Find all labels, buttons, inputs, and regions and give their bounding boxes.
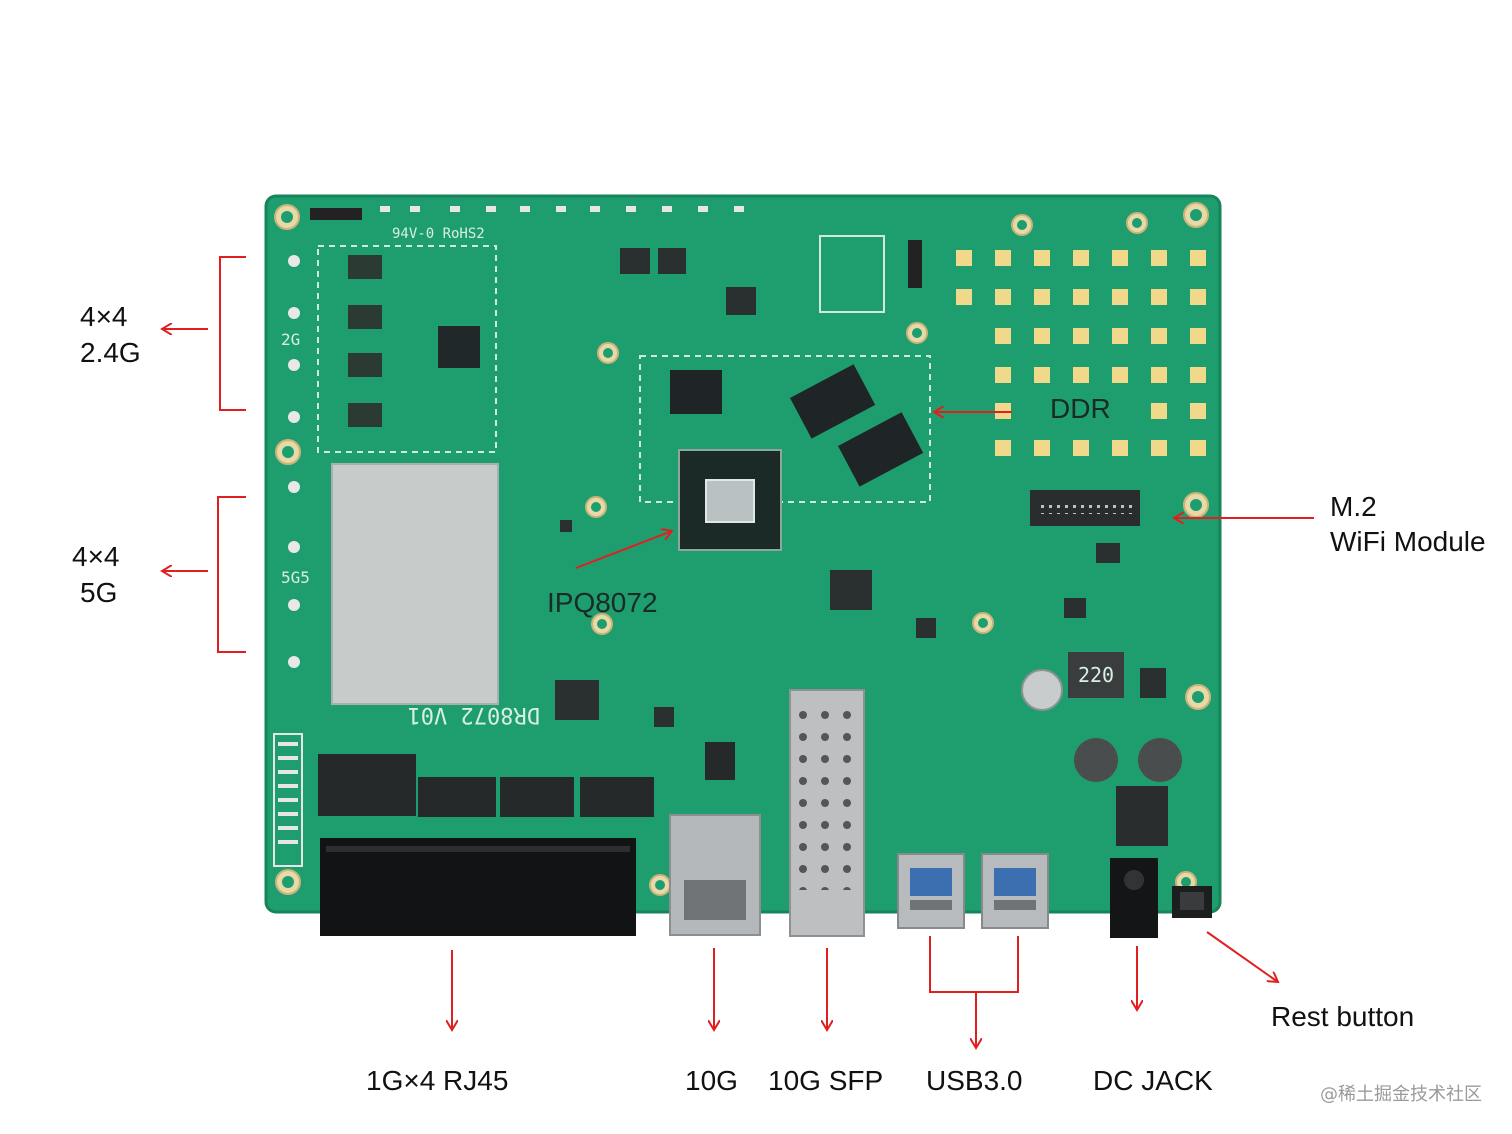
label-reset: Rest button [1271, 1001, 1415, 1032]
soc-area [639, 355, 931, 551]
label-24g-line2: 2.4G [80, 337, 141, 368]
reset-button-component [1172, 886, 1212, 918]
label-usb: USB3.0 [926, 1065, 1023, 1096]
label-m2-line2: WiFi Module [1330, 526, 1486, 557]
label-5g-line2: 5G [80, 577, 118, 608]
ddr-chips [790, 364, 924, 487]
misc-chips [555, 248, 1166, 727]
arrow-reset [1206, 931, 1278, 982]
rj45-10g-connector [669, 814, 761, 936]
pad-array [956, 250, 1206, 456]
inductor-marking: 220 [1078, 663, 1114, 687]
upper-connector [819, 235, 922, 313]
mounting-holes [274, 202, 1211, 896]
rohs-marking: 94V-0 RoHS2 [392, 226, 485, 242]
watermark: @稀土掘金技术社区 [1320, 1084, 1482, 1105]
usb-ports [897, 853, 1049, 929]
silkscreen: DR8072 V01 94V-0 RoHS2 2G 5G5 [281, 226, 540, 727]
bracket-usb [929, 936, 1019, 993]
board-model-marking: DR8072 V01 [408, 702, 540, 727]
power-components: 220 [1021, 652, 1182, 846]
arrow-soc [575, 531, 672, 569]
label-sfp: 10G SFP [768, 1065, 884, 1096]
label-m2-line1: M.2 [1330, 491, 1377, 522]
bracket-5g [217, 496, 246, 653]
label-24g-line1: 4×4 [80, 301, 128, 332]
band-5g-marking: 5G5 [281, 568, 310, 587]
label-dc-jack: DC JACK [1093, 1065, 1213, 1096]
label-5g-line1: 4×4 [72, 541, 120, 572]
pcb-board: 220 [264, 194, 1222, 938]
label-ddr: DDR [1050, 393, 1111, 424]
top-leds [310, 206, 744, 220]
rj45-quad-connector [320, 838, 636, 936]
m2-slot [1030, 490, 1140, 526]
eth-transformers [318, 742, 735, 817]
band-2g-marking: 2G [281, 330, 300, 349]
annotations [162, 256, 1314, 1048]
label-10g: 10G [685, 1065, 738, 1096]
rf-5g-shield [288, 463, 499, 705]
label-soc: IPQ8072 [547, 587, 658, 618]
jtag-header [273, 733, 303, 867]
dc-jack-connector [1110, 858, 1158, 938]
sfp-cage [789, 689, 865, 937]
bracket-24g [219, 256, 246, 411]
label-rj45: 1G×4 RJ45 [366, 1065, 509, 1096]
rf-24g-area [288, 245, 497, 453]
